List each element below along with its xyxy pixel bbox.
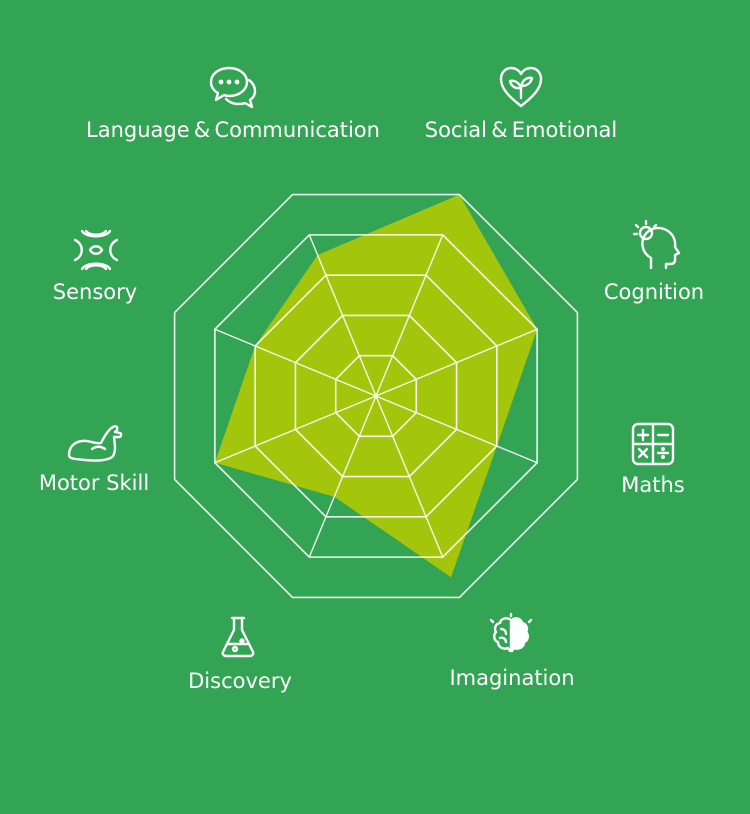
flask-icon [220, 614, 256, 658]
grid-spoke [375, 328, 538, 397]
brain-icon [487, 612, 535, 656]
grid-spoke [308, 395, 377, 558]
data-area [214, 194, 538, 578]
axis-label-social-emotional: Social & Emotional [424, 118, 618, 142]
grid-ring [173, 193, 579, 599]
math-symbols-icon [631, 422, 675, 466]
axis-label-cognition: Cognition [603, 280, 705, 304]
grid-spoke [214, 395, 377, 464]
grid-spoke [375, 234, 444, 397]
thinking-head-icon [629, 218, 683, 272]
axis-label-language-communication: Language & Communication [86, 118, 380, 142]
axis-label-maths: Maths [621, 473, 685, 497]
sensory-icon [72, 228, 120, 272]
grid-spoke [375, 395, 444, 558]
grid-spoke [308, 234, 377, 397]
flexed-arm-icon [65, 421, 125, 463]
axis-label-motor-skill: Motor Skill [38, 471, 150, 495]
grid-spoke [214, 328, 377, 397]
axis-label-sensory: Sensory [52, 280, 138, 304]
axis-label-imagination: Imagination [449, 666, 575, 690]
heart-leaf-icon [498, 66, 544, 110]
chat-bubbles-icon [209, 66, 257, 112]
grid-spoke [375, 395, 538, 464]
axis-label-discovery: Discovery [188, 669, 292, 693]
